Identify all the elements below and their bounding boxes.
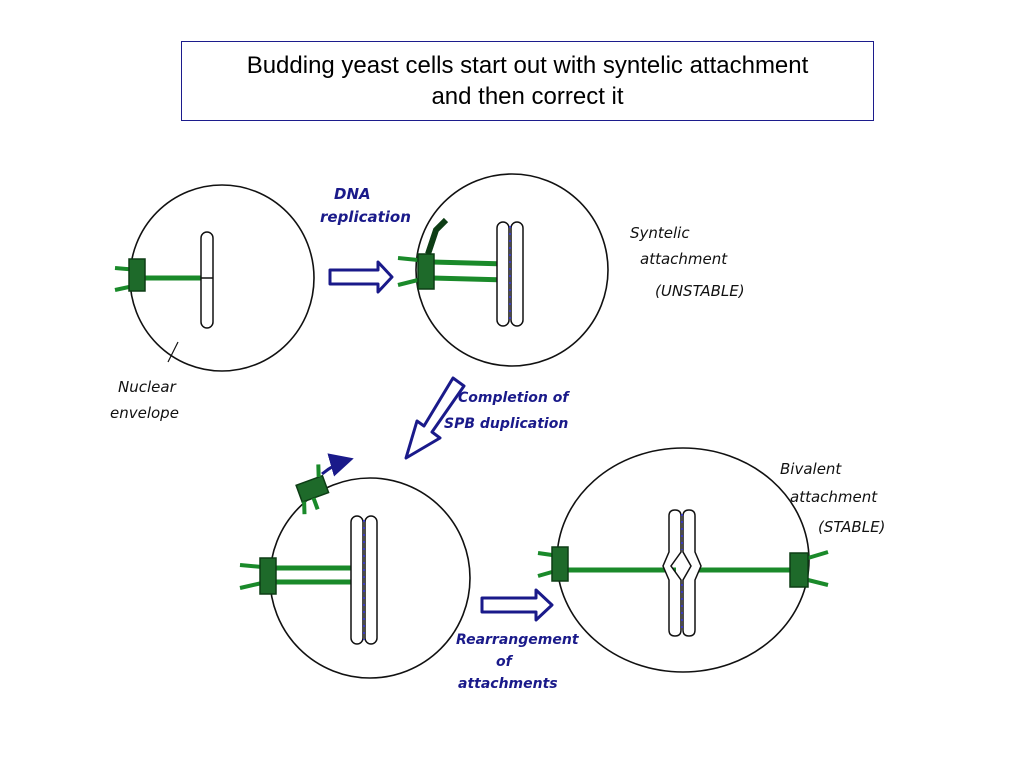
title-box: Budding yeast cells start out with synte… — [181, 41, 874, 121]
title-line-1: Budding yeast cells start out with synte… — [246, 52, 809, 79]
rearrangement-label: Rearrangement of attachments — [456, 632, 583, 692]
satellite-spb — [425, 217, 449, 255]
bivalent-label: Bivalent attachment (STABLE) — [780, 460, 885, 536]
sister-chromatid-right — [510, 221, 524, 327]
cell-1 — [114, 184, 315, 372]
sister-chromatid-right — [682, 509, 702, 637]
spindle-pole-body — [259, 557, 277, 595]
microtubule — [537, 551, 553, 578]
nuclear-envelope-label: Nuclear envelope — [110, 378, 181, 422]
spb-completion-arrow — [404, 376, 466, 460]
microtubule — [276, 565, 362, 585]
sister-chromatid-left — [496, 221, 510, 327]
pointer-line — [167, 341, 179, 363]
sister-chromatid-right — [364, 515, 378, 645]
microtubule — [431, 259, 508, 283]
spindle-pole-body — [417, 253, 435, 290]
sister-chromatid-left — [662, 509, 682, 637]
spindle-pole-body-right — [789, 552, 809, 588]
dna-replication-arrow — [328, 260, 394, 294]
syntelic-label: Syntelic attachment (UNSTABLE) — [630, 224, 745, 300]
microtubule — [397, 256, 419, 287]
nuclear-envelope-2 — [415, 173, 609, 367]
duplicated-spb — [295, 464, 330, 515]
dna-replication-label: DNA replication — [320, 185, 411, 226]
spindle-pole-body-left — [551, 546, 569, 582]
cell-4 — [537, 447, 829, 673]
spindle-pole-body — [128, 258, 146, 292]
chromosome — [200, 231, 214, 329]
movement-arrow — [321, 453, 354, 477]
cell-3 — [239, 453, 471, 679]
sister-chromatid-left — [350, 515, 364, 645]
microtubule — [239, 563, 263, 590]
cell-2 — [397, 173, 609, 367]
spb-completion-label: Completion of SPB duplication — [444, 390, 573, 432]
rearrangement-arrow — [480, 588, 554, 622]
microtubule — [807, 550, 829, 587]
nuclear-envelope-4 — [556, 447, 810, 673]
title-line-2: and then correct it — [431, 83, 624, 110]
